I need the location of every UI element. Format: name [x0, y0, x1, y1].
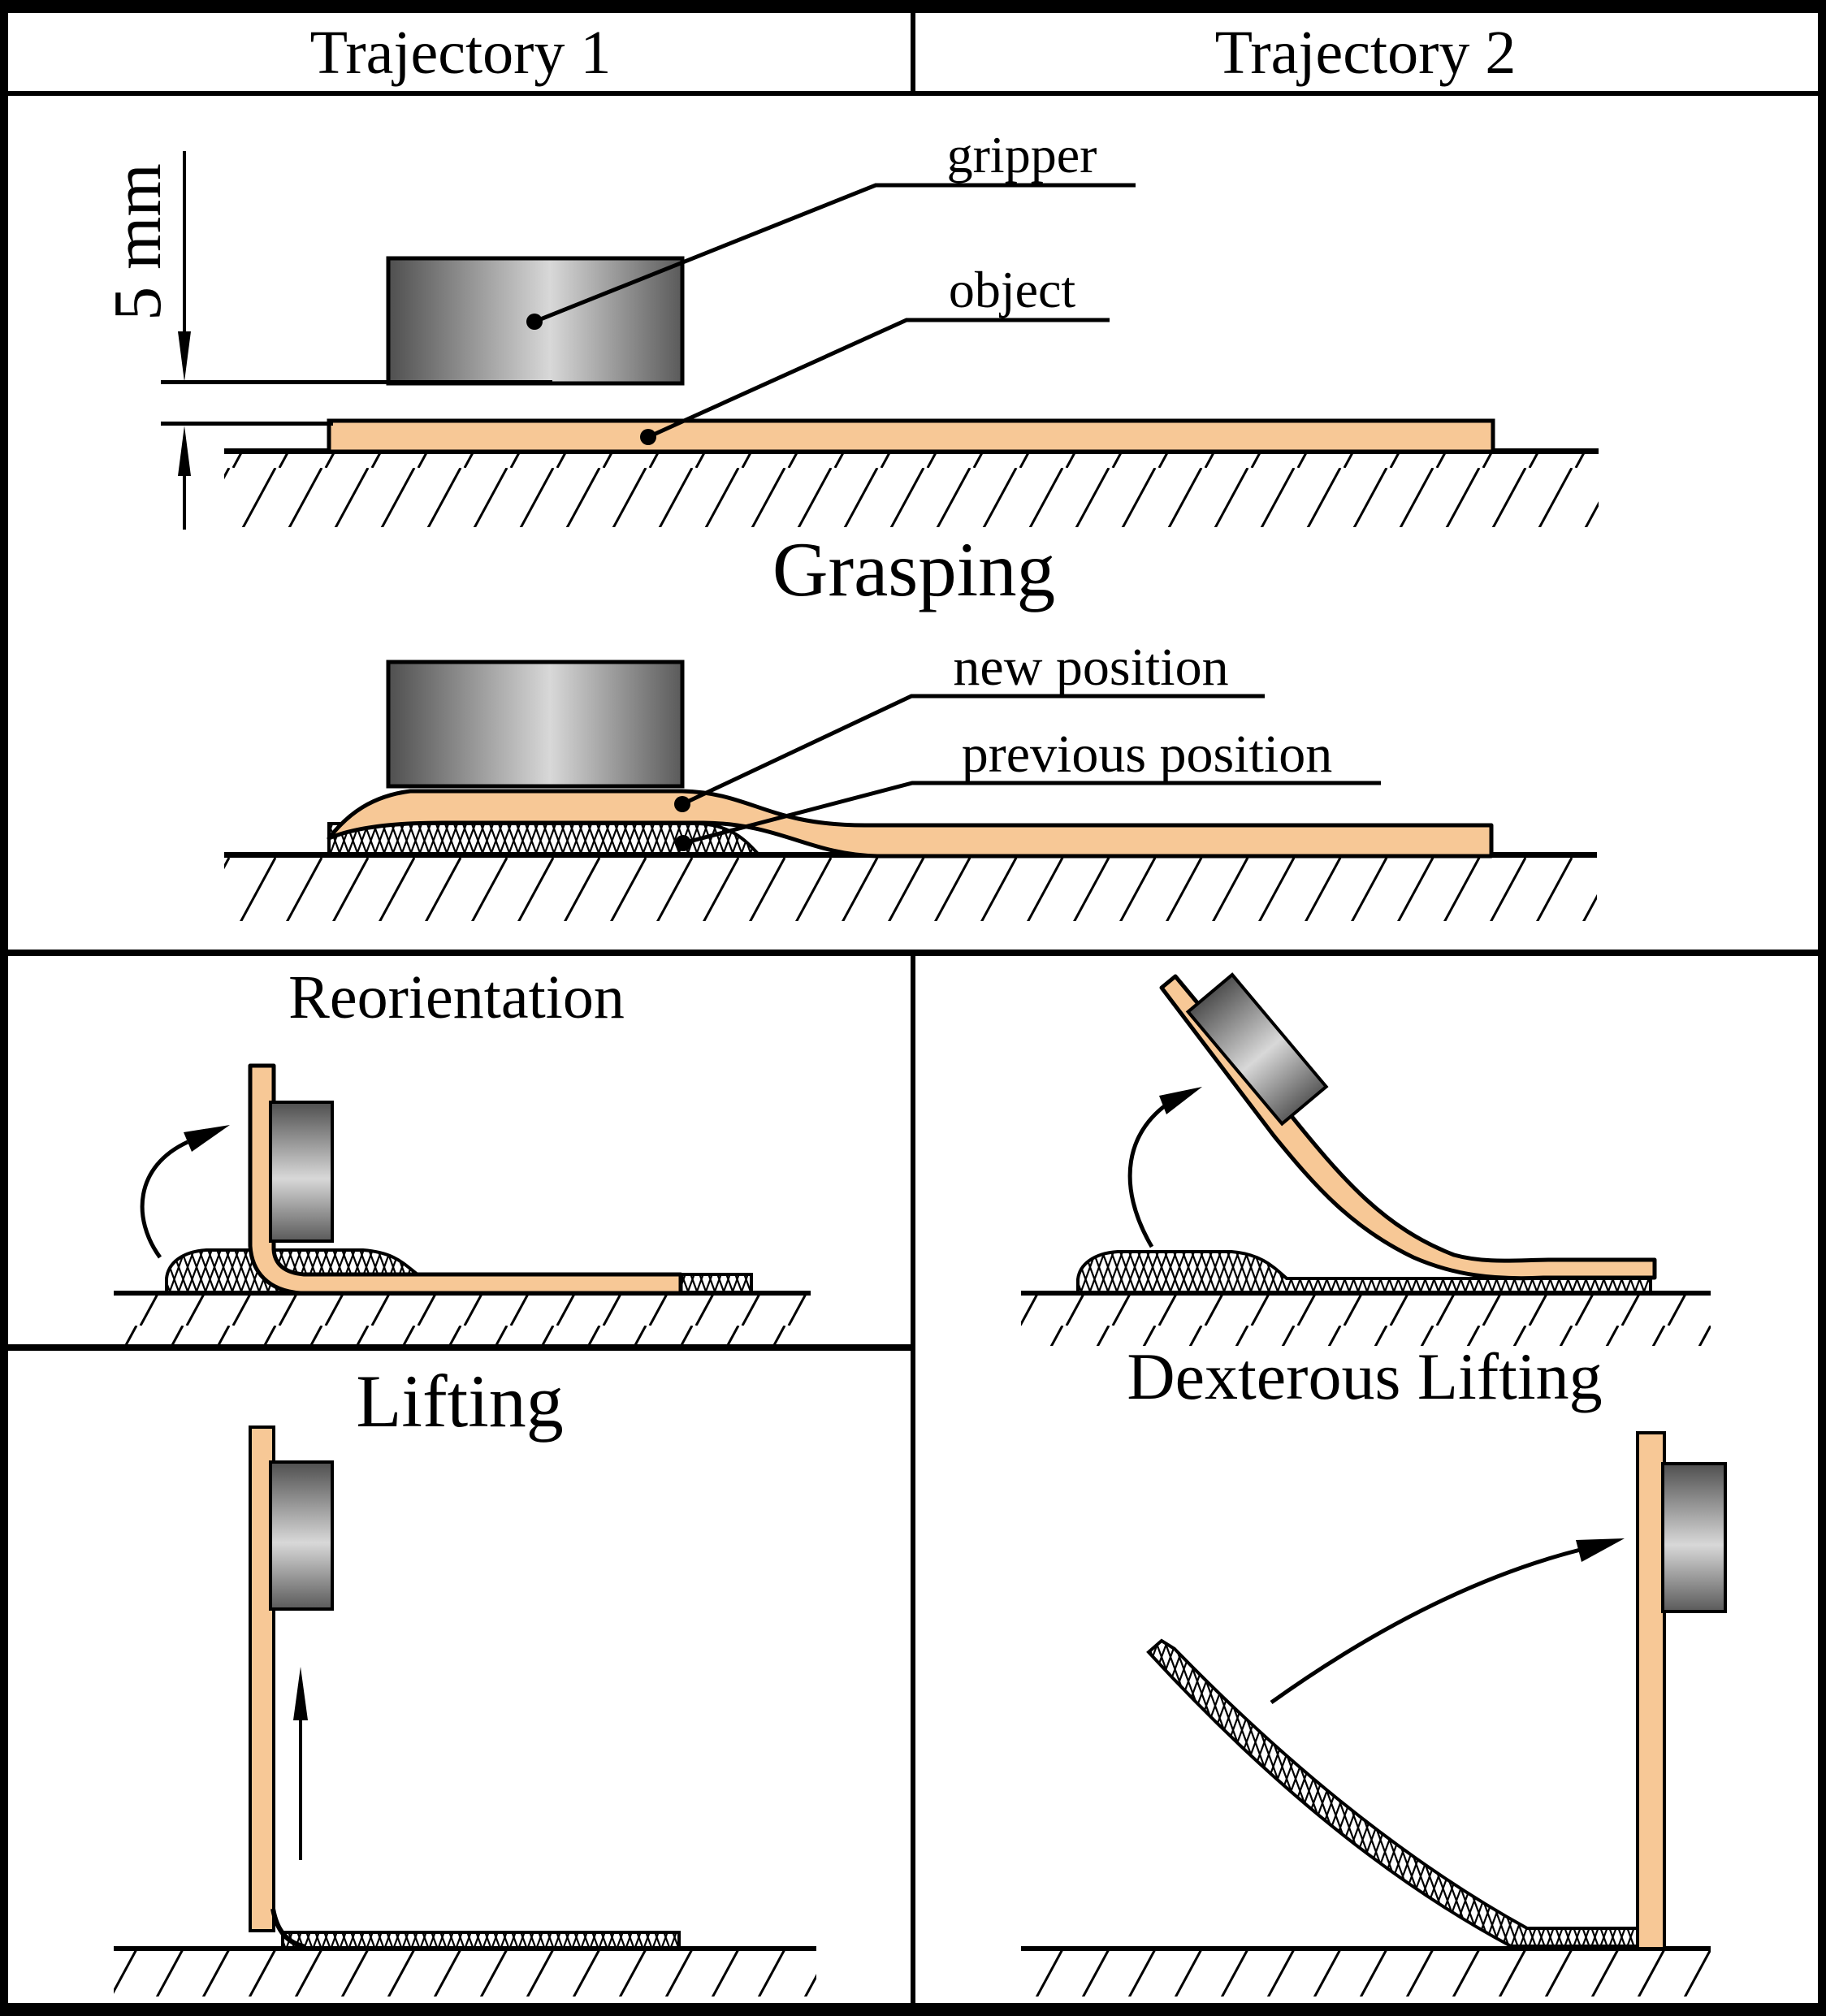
ground-line [1021, 1946, 1711, 1951]
frame-top-border [0, 0, 1826, 13]
grasping-diagram: new position previous position [224, 638, 1597, 921]
grasping-section-divider [8, 950, 1818, 956]
ground-hatch [224, 454, 1599, 527]
object-foot-curve [270, 1908, 306, 1949]
reorientation-title: Reorientation [288, 963, 625, 1032]
header-column-divider [911, 13, 915, 96]
reorientation-panel: Reorientation [114, 963, 811, 1346]
lifting-title: Lifting [356, 1360, 564, 1443]
dexterous-lifting-panel: Dexterous Lifting [1021, 1339, 1727, 1997]
lift-arrowhead [293, 1667, 308, 1720]
previous-position-hatch [1076, 1250, 1652, 1295]
previous-position-hatch [1146, 1638, 1651, 1948]
object-strip [327, 418, 1495, 454]
rotation-arrow-arc [1127, 1096, 1178, 1248]
label-new-position: new position [953, 638, 1228, 697]
gripper-shape [386, 660, 685, 789]
leader-line-new-position [681, 694, 1265, 807]
rotation-arrow-arc [140, 1140, 189, 1259]
object-peeled-strip [1159, 974, 1657, 1281]
column-divider [911, 956, 915, 2005]
rotation-arrowhead [184, 1125, 230, 1152]
dimension-label-5mm: 5 mm [100, 163, 175, 321]
frame-left-border [0, 0, 8, 2016]
header-row: Trajectory 1 Trajectory 2 [310, 19, 1517, 87]
label-previous-position: previous position [962, 725, 1333, 784]
extension-line-object-top [161, 422, 333, 426]
dexterous-reorientation-diagram [1021, 972, 1711, 1346]
gripper-shape [269, 1460, 334, 1611]
dimension-arrowhead-down [178, 331, 191, 382]
gripper-shape [269, 1101, 334, 1243]
object-l-strip [248, 1063, 683, 1296]
dexterous-lifting-title: Dexterous Lifting [1127, 1339, 1602, 1413]
label-object: object [949, 261, 1076, 318]
frame-right-border [1818, 0, 1826, 2016]
ground-hatch [224, 858, 1597, 921]
header-trajectory-1: Trajectory 1 [310, 19, 612, 87]
ground-hatch [1021, 1296, 1711, 1346]
leader-line-object [647, 318, 1110, 439]
previous-position-hatch [281, 1931, 681, 1949]
trajectory-arrow-arc [1270, 1544, 1595, 1705]
trajectory-arrowhead [1576, 1538, 1625, 1562]
ground-hatch [114, 1296, 811, 1346]
object-vertical-strip [1636, 1431, 1666, 1950]
rotation-arrowhead [1159, 1087, 1202, 1114]
leader-line-previous-position [682, 781, 1381, 846]
ground-hatch [114, 1951, 816, 1997]
dimension-arrowhead-up [178, 426, 191, 476]
gripper-shape [1661, 1462, 1727, 1613]
reorientation-lifting-divider [8, 1344, 911, 1351]
lifting-panel: Lifting [114, 1360, 816, 1997]
approach-diagram: 5 mm gripper object [100, 126, 1599, 530]
frame-bottom-border [0, 2003, 1826, 2016]
extension-line-gripper-bottom [161, 380, 552, 384]
header-trajectory-2: Trajectory 2 [1215, 19, 1517, 87]
label-gripper: gripper [947, 126, 1097, 184]
grasping-title: Grasping [772, 526, 1055, 612]
leader-line-gripper [534, 183, 1136, 324]
ground-hatch [1021, 1951, 1711, 1997]
gripper-shape [1185, 972, 1329, 1127]
object-deformed-strip [327, 789, 1494, 859]
object-vertical-strip [249, 1425, 275, 1932]
